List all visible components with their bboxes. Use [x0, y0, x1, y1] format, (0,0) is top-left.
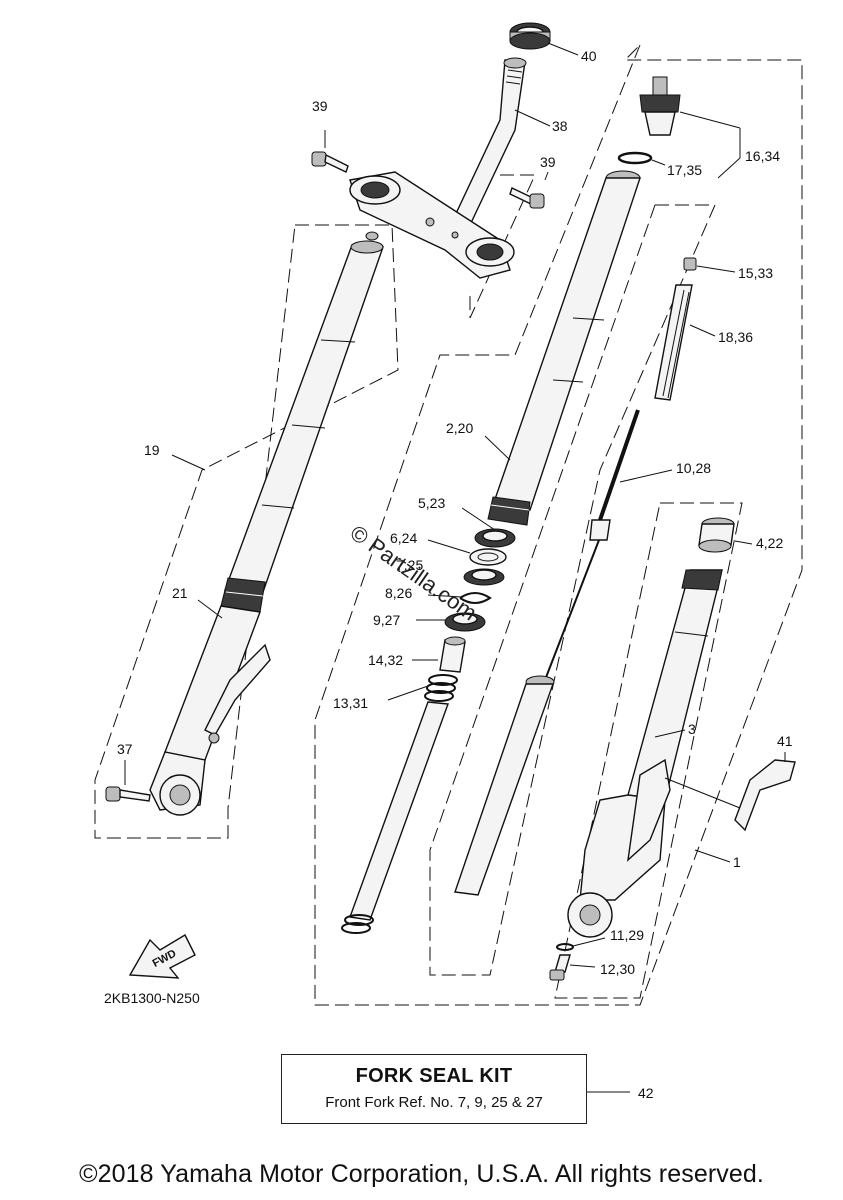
callout-9-27: 9,27: [373, 612, 400, 628]
fork-seal-kit-box: FORK SEAL KIT Front Fork Ref. No. 7, 9, …: [281, 1054, 587, 1124]
callout-10-28: 10,28: [676, 460, 711, 476]
callout-13-31: 13,31: [333, 695, 368, 711]
inner-fork-boundary: [429, 204, 716, 976]
rebound-spring-part: [424, 674, 458, 702]
axle-bolt-part: [549, 954, 571, 981]
callout-42: 42: [638, 1085, 654, 1101]
bearing-part: [509, 22, 551, 50]
callout-6-24: 6,24: [390, 530, 417, 546]
callout-3: 3: [688, 721, 696, 737]
callout-15-33: 15,33: [738, 265, 773, 281]
callout-18-36: 18,36: [718, 329, 753, 345]
left-fork-assembly-boundary: [94, 224, 399, 839]
callout-5-23: 5,23: [418, 495, 445, 511]
left-fork-tube-part: [220, 231, 384, 613]
left-outer-tube-part: [149, 605, 271, 816]
callout-2-20: 2,20: [446, 420, 473, 436]
callout-labels: 40 38 39 39 16,34 17,35 15,33 18,36 19 2…: [117, 48, 793, 977]
callout-39-lower: 39: [540, 154, 556, 170]
cartridge-tube-part: [454, 675, 555, 896]
bolt-part-lower: [509, 187, 545, 209]
callout-11-29: 11,29: [610, 927, 644, 943]
callout-14-32: 14,32: [368, 652, 403, 668]
right-outer-tube-part: [567, 569, 723, 938]
damper-cylinder-part: [341, 701, 449, 934]
kit-title: FORK SEAL KIT: [355, 1065, 513, 1087]
callout-1: 1: [733, 854, 741, 870]
callout-16-34: 16,34: [745, 148, 780, 164]
washer-part: [556, 943, 574, 951]
damper-rod-part: [544, 409, 640, 681]
callout-17-35: 17,35: [667, 162, 702, 178]
spring-guide-part: [654, 284, 693, 401]
diagram-code: 2KB1300-N250: [104, 990, 200, 1006]
steering-assembly-boundary: [314, 44, 803, 1006]
cap-bolt-part: [639, 76, 681, 136]
steering-stem-part: [450, 57, 527, 226]
callout-39-upper: 39: [312, 98, 328, 114]
callout-38: 38: [552, 118, 568, 134]
o-ring-part: [617, 151, 653, 165]
callout-19: 19: [144, 442, 160, 458]
callout-12-30: 12,30: [600, 961, 635, 977]
oil-lock-part: [439, 636, 466, 673]
kit-subtitle: Front Fork Ref. No. 7, 9, 25 & 27: [325, 1094, 543, 1111]
forward-arrow-icon: FWD: [128, 934, 196, 979]
bolt-part-upper: [311, 151, 349, 173]
callout-21: 21: [172, 585, 188, 601]
pinch-bolt-part: [105, 786, 151, 802]
callout-40: 40: [581, 48, 597, 64]
callout-37: 37: [117, 741, 133, 757]
callout-4-22: 4,22: [756, 535, 783, 551]
spacer-part: [683, 257, 697, 271]
slide-bush-part: [698, 517, 735, 553]
seal-stack-parts: [444, 528, 516, 632]
hose-guide-part: [734, 759, 796, 832]
leader-lines: [124, 42, 786, 1093]
callout-8-26: 8,26: [385, 585, 412, 601]
inner-tube-part: [487, 170, 641, 526]
callout-41: 41: [777, 733, 793, 749]
under-bracket-part: [349, 171, 515, 279]
copyright-notice: ©2018 Yamaha Motor Corporation, U.S.A. A…: [79, 1160, 764, 1188]
callout-7-25: 7,25: [396, 557, 423, 573]
